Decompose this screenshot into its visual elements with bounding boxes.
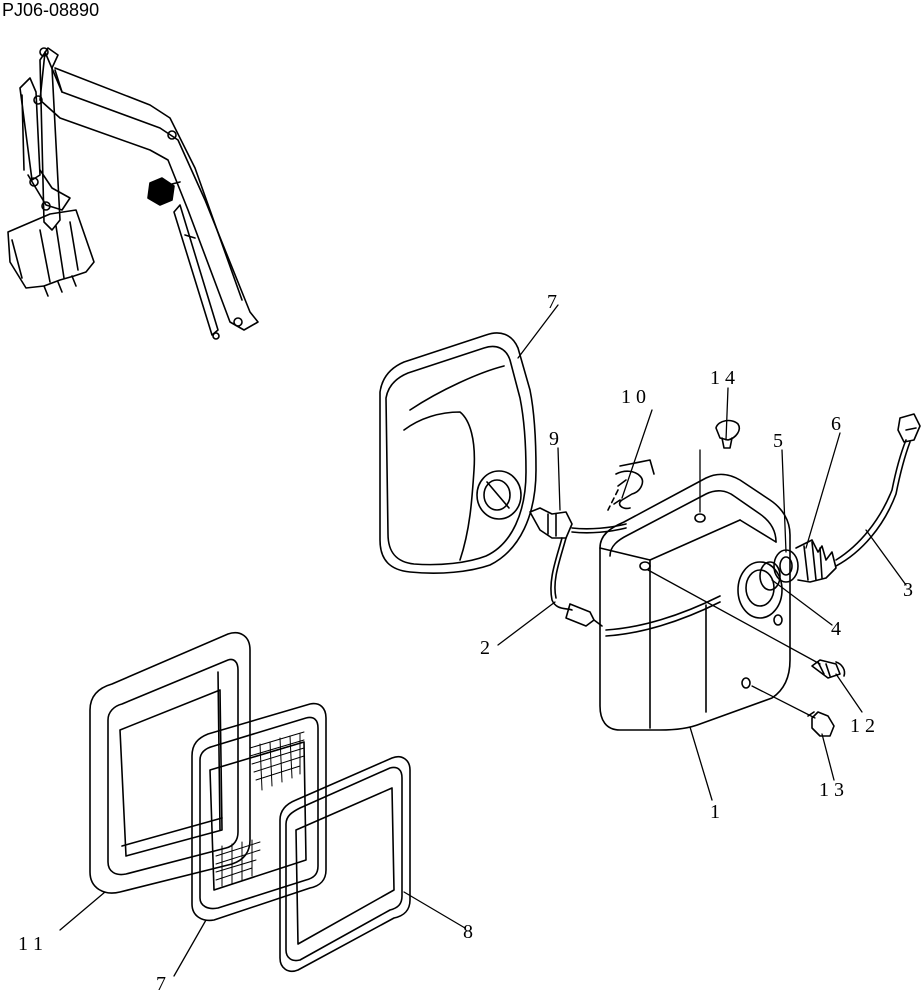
callout-5: 5 bbox=[773, 430, 783, 452]
lens-frame-assembly bbox=[89, 632, 411, 973]
bulb-socket-wiring bbox=[529, 459, 655, 627]
callout-8: 8 bbox=[463, 921, 473, 943]
callout-10: 1 0 bbox=[621, 386, 646, 408]
callout-labels: 7 9 1 0 1 4 5 6 3 4 2 1 2 1 3 1 1 1 7 8 bbox=[18, 291, 913, 995]
callout-2: 2 bbox=[480, 637, 490, 659]
callout-11: 1 1 bbox=[18, 933, 43, 955]
callout-3: 3 bbox=[903, 579, 913, 601]
lamp-front-cover bbox=[379, 332, 537, 574]
callout-13: 1 3 bbox=[819, 779, 844, 801]
grommet-cable bbox=[759, 413, 921, 591]
document-code: PJ06-08890 bbox=[2, 0, 100, 20]
callout-14: 1 4 bbox=[710, 367, 735, 389]
lamp-housing bbox=[599, 473, 791, 731]
lens-hatching bbox=[215, 731, 305, 887]
callout-7-upper: 7 bbox=[547, 291, 557, 313]
callout-6: 6 bbox=[831, 413, 841, 435]
callout-4: 4 bbox=[831, 618, 841, 640]
callout-7-lower: 7 bbox=[156, 973, 166, 995]
excavator-arm-thumbnail bbox=[7, 47, 259, 340]
leader-lines bbox=[59, 304, 907, 977]
callout-9: 9 bbox=[549, 428, 559, 450]
callout-1: 1 bbox=[710, 801, 720, 823]
callout-12: 1 2 bbox=[850, 715, 875, 737]
